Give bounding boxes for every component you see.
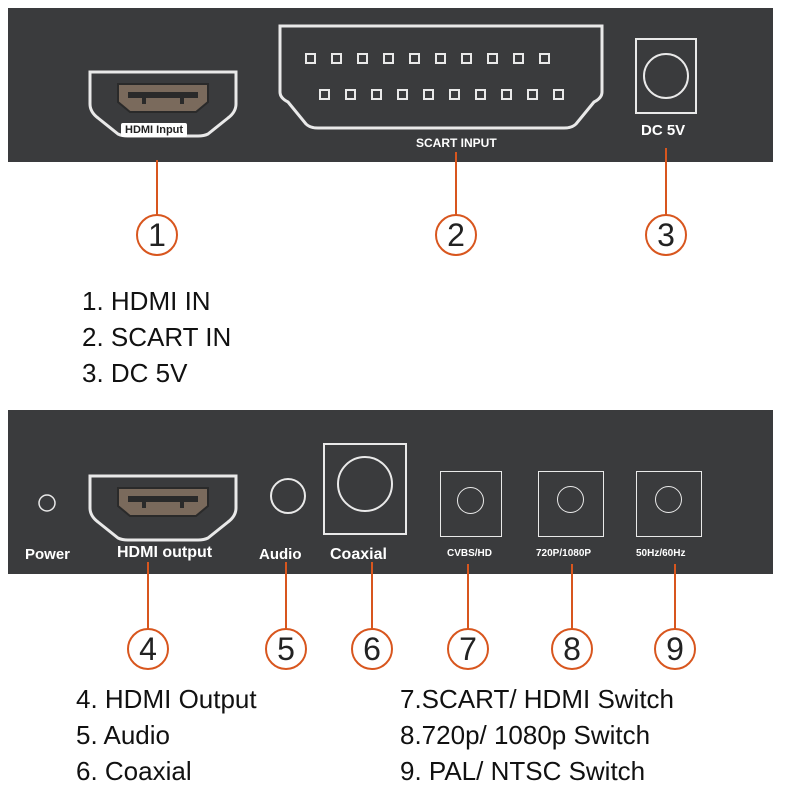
resolution-label: 720P/1080P (536, 548, 592, 559)
leader-line-6 (371, 562, 373, 630)
scart-pin (435, 53, 446, 64)
leader-line-4 (147, 562, 149, 630)
scart-pin (371, 89, 382, 100)
scart-pin (423, 89, 434, 100)
scart-pin (553, 89, 564, 100)
cvbs-hd-switch-ring (457, 487, 484, 514)
callout-7: 7 (447, 628, 489, 670)
legend-item-5: 5. Audio (76, 720, 170, 750)
callout-2: 2 (435, 214, 477, 256)
callout-5: 5 (265, 628, 307, 670)
callout-9: 9 (654, 628, 696, 670)
coaxial-port (323, 443, 407, 535)
callout-8: 8 (551, 628, 593, 670)
hdmi-input-tag: HDMI Input (121, 123, 188, 137)
scart-input-label: SCART INPUT (416, 136, 497, 150)
scart-pin (475, 89, 486, 100)
hdmi-input-port (88, 70, 238, 138)
scart-pin (501, 89, 512, 100)
scart-pin (319, 89, 330, 100)
legend-item-3: 3. DC 5V (82, 358, 188, 388)
leader-line-5 (285, 562, 287, 630)
coaxial-label: Coaxial (330, 546, 387, 563)
legend-bottom-left: 4. HDMI Output 5. Audio 6. Coaxial (76, 684, 257, 792)
leader-line-2 (455, 152, 457, 216)
leader-line-7 (467, 564, 469, 630)
scart-pin (487, 53, 498, 64)
callout-3: 3 (645, 214, 687, 256)
cvbs-hd-label: CVBS/HD (447, 548, 493, 559)
callout-4: 4 (127, 628, 169, 670)
leader-line-9 (674, 564, 676, 630)
legend-top: 1. HDMI IN 2. SCART IN 3. DC 5V (82, 286, 231, 394)
legend-item-7: 7.SCART/ HDMI Switch (400, 684, 675, 714)
scart-input-port (278, 24, 604, 130)
legend-item-9: 9. PAL/ NTSC Switch (400, 756, 646, 786)
dc-5v-label: DC 5V (641, 122, 686, 139)
legend-bottom-right: 7.SCART/ HDMI Switch 8.720p/ 1080p Switc… (400, 684, 674, 792)
scart-pin (383, 53, 394, 64)
scart-pin (449, 89, 460, 100)
leader-line-1 (156, 160, 158, 216)
power-led (38, 494, 56, 512)
hdmi-output-port (88, 474, 238, 542)
legend-item-6: 6. Coaxial (76, 756, 192, 786)
audio-label: Audio (259, 546, 302, 563)
leader-line-8 (571, 564, 573, 630)
scart-pin (513, 53, 524, 64)
callout-1: 1 (136, 214, 178, 256)
scart-pin (409, 53, 420, 64)
hdmi-output-label: HDMI output (117, 544, 213, 561)
scart-pin (397, 89, 408, 100)
scart-pin (345, 89, 356, 100)
scart-pins (305, 53, 564, 100)
cvbs-hd-switch (440, 471, 502, 537)
legend-item-2: 2. SCART IN (82, 322, 232, 352)
power-label: Power (25, 546, 71, 563)
scart-pin (357, 53, 368, 64)
legend-item-8: 8.720p/ 1080p Switch (400, 720, 651, 750)
resolution-switch (538, 471, 604, 537)
refresh-rate-switch-ring (655, 486, 682, 513)
legend-item-1: 1. HDMI IN (82, 286, 211, 316)
scart-pin (539, 53, 550, 64)
dc-jack (635, 38, 697, 114)
refresh-rate-switch (636, 471, 702, 537)
legend-item-4: 4. HDMI Output (76, 684, 257, 714)
resolution-switch-ring (557, 486, 584, 513)
scart-pin (305, 53, 316, 64)
scart-pin (461, 53, 472, 64)
callout-6: 6 (351, 628, 393, 670)
audio-jack (270, 478, 306, 514)
scart-pin (331, 53, 342, 64)
refresh-rate-label: 50Hz/60Hz (636, 548, 686, 559)
scart-pin (527, 89, 538, 100)
leader-line-3 (665, 148, 667, 216)
